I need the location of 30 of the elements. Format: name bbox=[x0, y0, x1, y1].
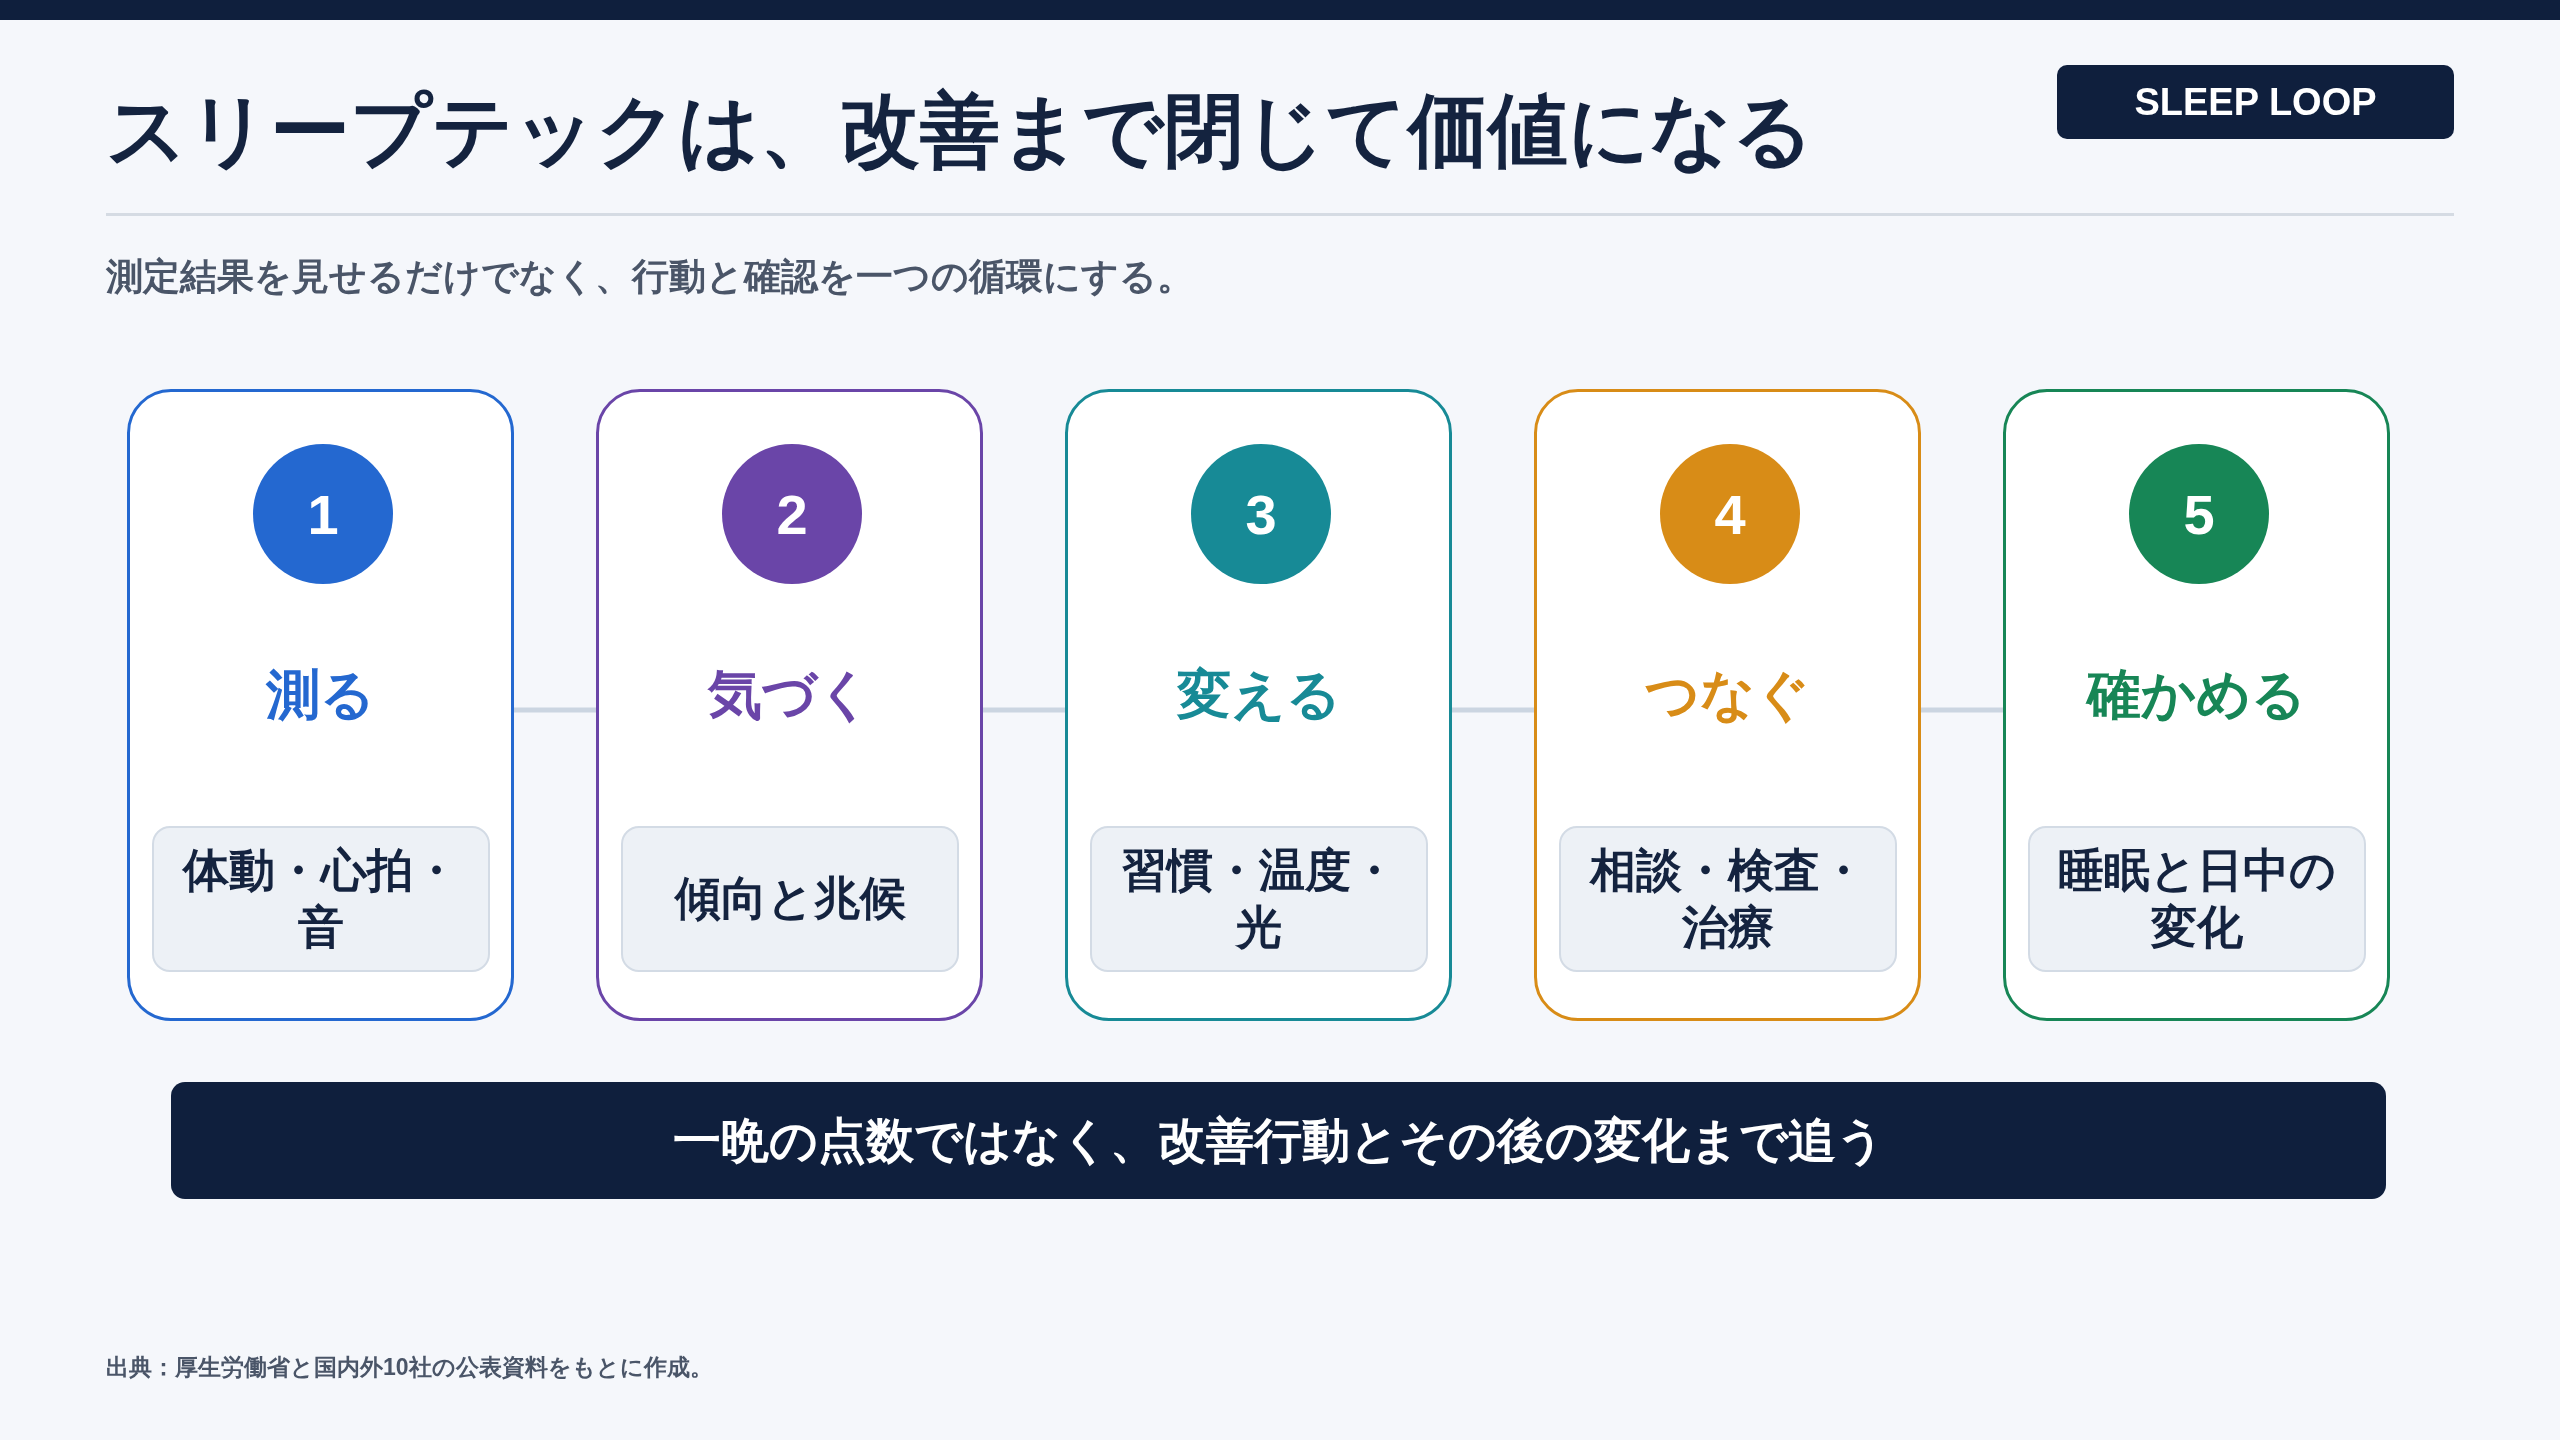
detail-box: 傾向と兆候 bbox=[621, 826, 959, 972]
step-title: 確かめる bbox=[2084, 663, 2307, 726]
detail-box: 習慣・温度・光 bbox=[1090, 826, 1428, 972]
connector-line bbox=[1921, 707, 2003, 713]
summary-banner: 一晩の点数ではなく、改善行動とその後の変化まで追う bbox=[171, 1082, 2386, 1199]
detail-box: 相談・検査・治療 bbox=[1559, 826, 1897, 972]
step-title: つなぐ bbox=[1644, 663, 1811, 726]
source-note: 出典：厚生労働省と国内外10社の公表資料をもとに作成。 bbox=[106, 1353, 713, 1382]
step-card bbox=[127, 389, 514, 1021]
step-number: 2 bbox=[722, 444, 862, 584]
step-number: 1 bbox=[253, 444, 393, 584]
detail-box: 睡眠と日中の変化 bbox=[2028, 826, 2366, 972]
connector-line bbox=[1452, 707, 1534, 713]
page-title: スリープテックは、改善まで閉じて価値になる bbox=[106, 85, 1814, 177]
step-card bbox=[596, 389, 983, 1021]
tag-badge: SLEEP LOOP bbox=[2057, 65, 2454, 139]
connector-line bbox=[983, 707, 1065, 713]
step-number: 5 bbox=[2129, 444, 2269, 584]
step-number: 4 bbox=[1660, 444, 1800, 584]
step-title: 気づく bbox=[706, 663, 873, 726]
step-card bbox=[1065, 389, 1452, 1021]
top-bar bbox=[0, 0, 2560, 20]
step-title: 変える bbox=[1175, 663, 1342, 726]
step-card bbox=[1534, 389, 1921, 1021]
connector-line bbox=[514, 707, 596, 713]
step-card bbox=[2003, 389, 2390, 1021]
step-title: 測る bbox=[264, 663, 376, 726]
step-number: 3 bbox=[1191, 444, 1331, 584]
detail-box: 体動・心拍・音 bbox=[152, 826, 490, 972]
subtitle: 測定結果を見せるだけでなく、行動と確認を一つの循環にする。 bbox=[106, 255, 1194, 299]
